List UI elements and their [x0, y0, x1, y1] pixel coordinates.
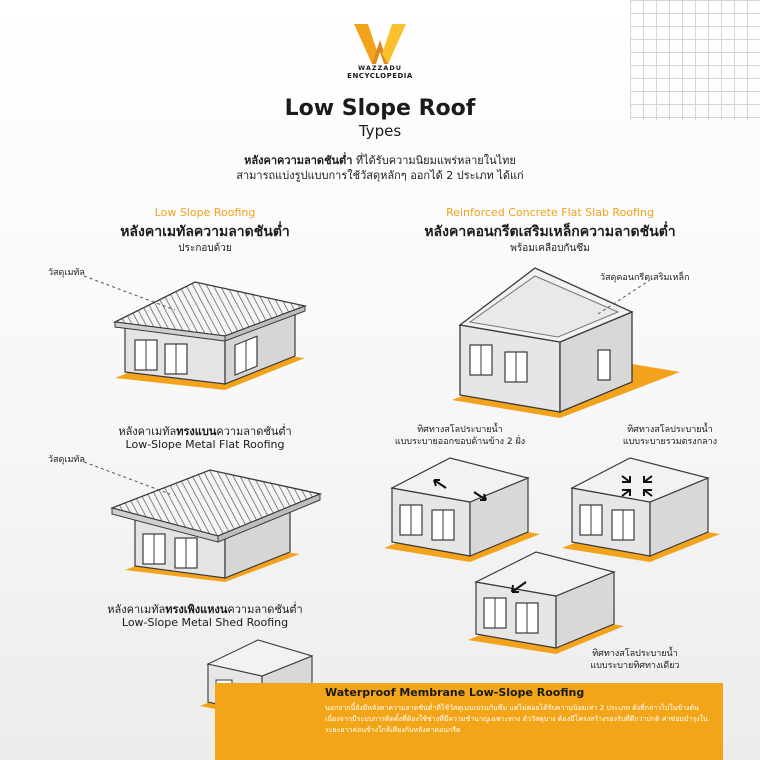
- caption-flat-th-b: ทรงแบน: [176, 425, 217, 438]
- house-drain-center: [562, 457, 720, 562]
- waterproof-body: นอกจากนี้ยังมีหลังคาความลาดชันต่ำที่ใช้ว…: [325, 704, 708, 734]
- arrow-icon: [511, 581, 527, 593]
- drain-two-line-2: แบบระบายออกขอบด้านข้าง 2 ฝั่ง: [394, 437, 526, 447]
- drain-two-line-1: ทิศทางสโลประบายน้ำ: [417, 425, 503, 435]
- arrow-icon: [473, 491, 487, 501]
- grid-decoration: [630, 0, 760, 120]
- page-subtitle: Types: [358, 122, 402, 140]
- label-concrete: วัสดุคอนกรีตเสริมเหล็ก: [600, 273, 690, 283]
- drain-center-line-1: ทิศทางสโลประบายน้ำ: [627, 425, 713, 435]
- left-title-th: หลังคาเมทัลความลาดชันต่ำ: [120, 224, 290, 240]
- house-drain-two-sides: [384, 457, 540, 562]
- brand-line-1: WAZZADU: [357, 64, 403, 72]
- left-title-en: Low Slope Roofing: [154, 206, 256, 219]
- intro-rest: ที่ได้รับความนิยมแพร่หลายในไทย: [352, 154, 516, 167]
- caption-shed-th-a: หลังคาเมทัล: [107, 603, 166, 616]
- caption-shed-th-b: ทรงเพิงแหงน: [165, 603, 228, 616]
- caption-shed-th: หลังคาเมทัลทรงเพิงแหงนความลาดชันต่ำ: [60, 600, 350, 618]
- waterproof-title: Waterproof Membrane Low-Slope Roofing: [325, 686, 585, 699]
- house-metal-flat-roof: [112, 281, 308, 390]
- left-subtitle: ประกอบด้วย: [178, 243, 232, 254]
- label-metal-top: วัสดุเมทัล: [48, 268, 85, 278]
- intro-line-1: หลังคาความลาดชันต่ำ ที่ได้รับความนิยมแพร…: [0, 151, 760, 169]
- page-title: Low Slope Roof: [284, 96, 476, 121]
- right-title-en: Reinforced Concrete Flat Slab Roofing: [446, 206, 654, 219]
- right-subtitle: พร้อมเคลือบกันซึม: [510, 243, 590, 254]
- right-title-th: หลังคาคอนกรีตเสริมเหล็กความลาดชันต่ำ: [424, 224, 676, 240]
- intro-line-2: สามารถแบ่งรูปแบบการใช้วัสดุหลักๆ ออกได้ …: [236, 169, 524, 182]
- caption-flat-th: หลังคาเมทัลทรงแบนความลาดชันต่ำ: [60, 422, 350, 440]
- drain-one-line-2: แบบระบายทิศทางเดียว: [590, 661, 680, 671]
- caption-flat-en: Low-Slope Metal Flat Roofing: [125, 438, 285, 451]
- wazzadu-logo-icon: [354, 24, 406, 64]
- caption-flat-th-a: หลังคาเมทัล: [118, 425, 177, 438]
- drain-one-line-1: ทิศทางสโลประบายน้ำ: [592, 649, 678, 659]
- house-metal-shed-roof: [109, 469, 323, 582]
- intro-bold: หลังคาความลาดชันต่ำ: [244, 154, 353, 167]
- drain-center-line-2: แบบระบายรวมตรงกลาง: [622, 437, 718, 447]
- house-drain-one-direction: [468, 551, 624, 654]
- brand-line-2: ENCYCLOPEDIA: [347, 72, 413, 80]
- waterproof-panel: Waterproof Membrane Low-Slope Roofing นอ…: [215, 683, 723, 760]
- caption-flat-th-c: ความลาดชันต่ำ: [216, 425, 292, 438]
- label-metal-bottom: วัสดุเมทัล: [48, 455, 85, 465]
- arrow-icon: [433, 479, 447, 489]
- caption-shed-th-c: ความลาดชันต่ำ: [227, 603, 303, 616]
- caption-shed-en: Low-Slope Metal Shed Roofing: [121, 616, 289, 629]
- converge-arrows-icon: [621, 475, 653, 497]
- house-concrete-slab: [452, 267, 680, 418]
